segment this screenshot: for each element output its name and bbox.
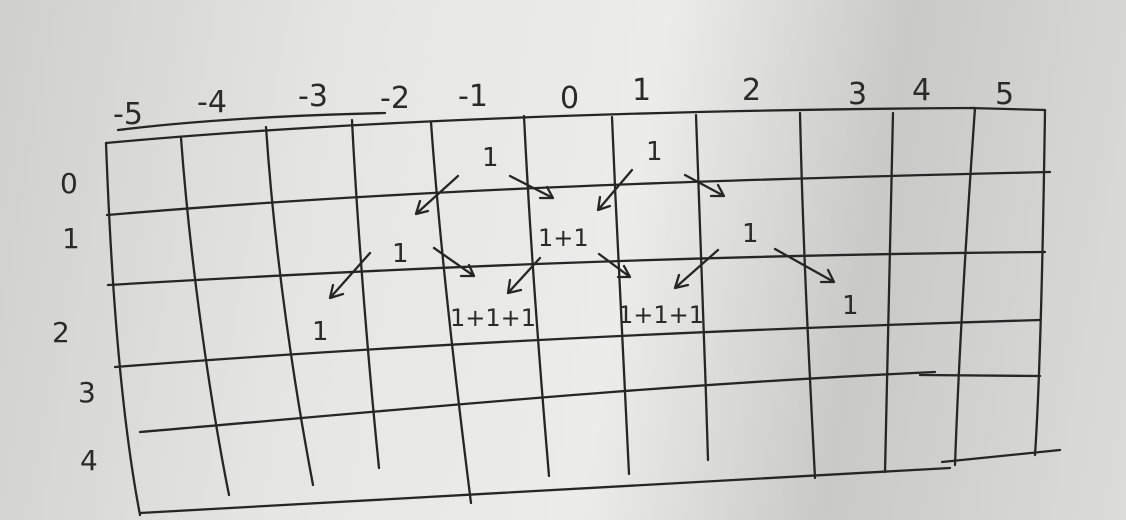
column-labels: -5 -4 -3 -2 -1 0 1 2 3 4 5	[113, 73, 1014, 132]
arrow-right-down	[683, 173, 726, 198]
row-label: 4	[80, 444, 98, 477]
column-label: -3	[298, 79, 328, 114]
row-line	[106, 250, 1047, 287]
grid	[104, 106, 1062, 517]
row-line	[113, 318, 1042, 369]
grid-top-edge-extension	[968, 106, 1047, 112]
column-line	[694, 113, 710, 462]
arrow-right-down	[432, 246, 476, 278]
column-line	[522, 114, 551, 478]
arrow-left-down	[328, 251, 372, 300]
column-header-underline	[116, 111, 387, 132]
column-label: 0	[560, 81, 579, 116]
grid-bottom-edge-right	[940, 448, 1062, 464]
row-label: 2	[52, 316, 70, 349]
row-line	[138, 370, 937, 434]
arrow-pair: 1	[328, 239, 476, 300]
arrow-right-down	[597, 252, 632, 279]
arrow-label: 1	[742, 219, 759, 249]
column-line	[350, 118, 381, 470]
row-line	[105, 170, 1052, 217]
arrow-right-down	[773, 247, 836, 284]
arrow-left-down	[414, 174, 460, 216]
column-label: 1	[632, 73, 651, 108]
cell-value: 1+1+1	[618, 301, 704, 329]
column-label: 2	[742, 73, 761, 108]
arrow-pair: 1	[596, 137, 726, 212]
cell-value: 1+1	[538, 224, 589, 252]
column-label: 5	[995, 77, 1014, 112]
column-line	[798, 111, 817, 480]
row-label: 1	[62, 222, 80, 255]
arrow-right-down	[508, 174, 555, 200]
arrow-left-down	[596, 168, 634, 212]
cell-value: 1	[842, 291, 859, 321]
column-label: -1	[458, 79, 488, 114]
arrow-pair: 1	[673, 219, 836, 290]
grid-far-right-line	[1033, 108, 1047, 457]
cell-value: 1+1+1	[450, 304, 536, 332]
grid-left-edge	[104, 141, 142, 517]
column-label: -4	[197, 85, 227, 120]
column-label: 3	[848, 77, 867, 112]
column-line	[883, 111, 895, 474]
arrow-left-down	[673, 248, 720, 290]
grid-top-edge	[104, 106, 977, 145]
arrow-label: 1	[392, 239, 409, 269]
arrow-label: 1	[646, 137, 663, 167]
row-label: 0	[60, 167, 78, 200]
row-labels: 0 1 2 3 4	[52, 167, 98, 477]
column-line	[264, 125, 315, 487]
arrow-label: 1	[482, 143, 499, 173]
arrow-pair: 1	[414, 143, 555, 216]
column-line	[179, 136, 231, 497]
cell-value: 1	[312, 317, 329, 347]
cell-values: 1+1 1+1+1 1+1+1 1 1	[312, 224, 859, 347]
column-line	[429, 120, 473, 505]
column-label: -2	[380, 81, 410, 116]
row-line-short	[918, 373, 1042, 378]
row-label: 3	[78, 376, 96, 409]
arrow-left-down	[506, 256, 542, 295]
column-line	[610, 115, 631, 476]
grid-right-edge	[953, 106, 977, 467]
column-label: -5	[113, 97, 143, 132]
column-label: 4	[912, 73, 931, 108]
grid-bottom-edge	[138, 466, 952, 515]
